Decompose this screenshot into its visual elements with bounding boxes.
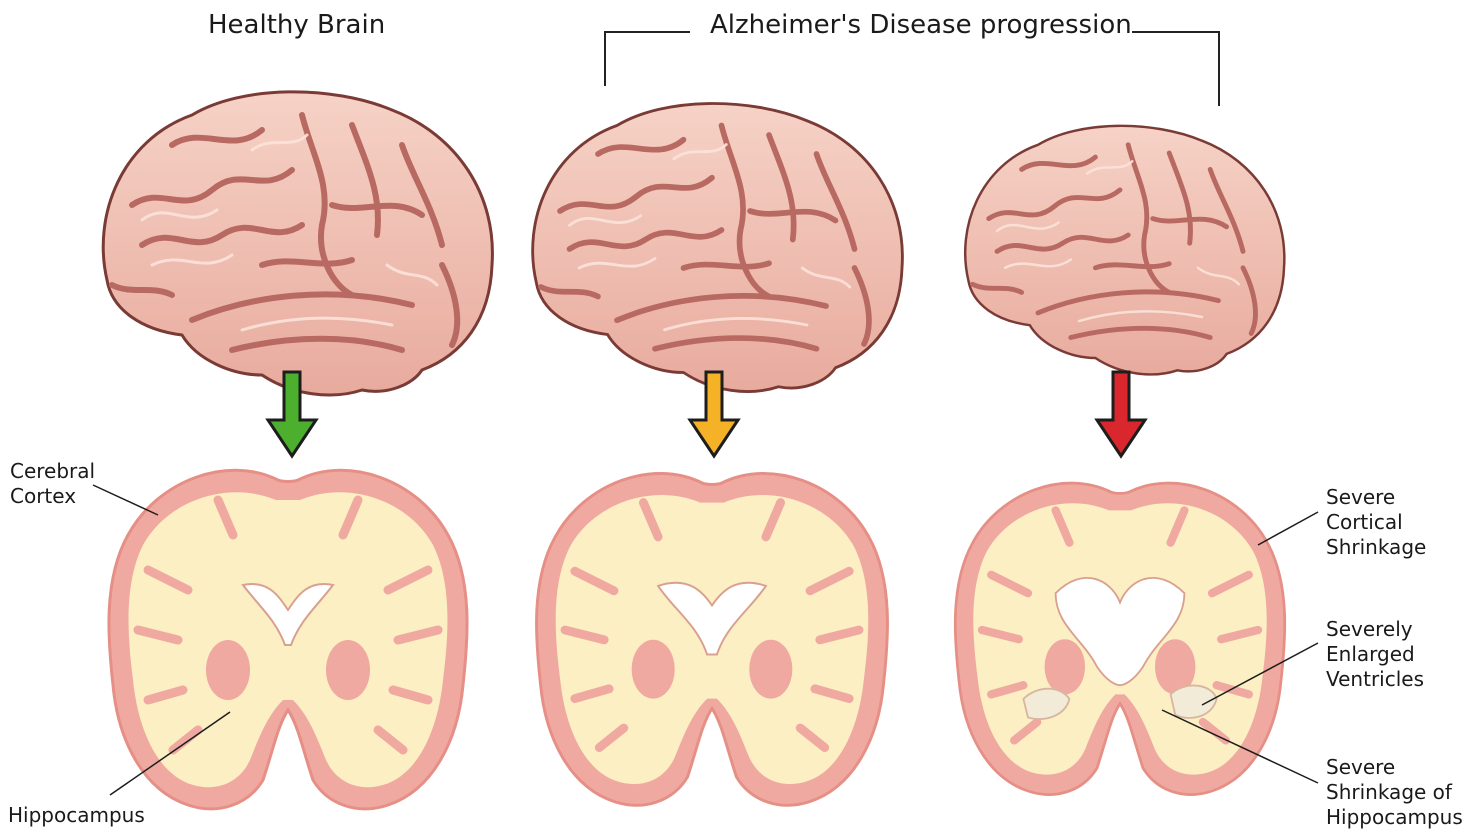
label-line: Severely (1326, 617, 1424, 642)
label-line: Enlarged (1326, 642, 1424, 667)
label-line: Cortex (10, 484, 95, 509)
progression-title: Alzheimer's Disease progression (710, 10, 1132, 40)
cerebral-cortex-label: Cerebral Cortex (10, 459, 95, 509)
cortical-shrinkage-leader-line (1258, 512, 1318, 545)
severe-brain-section (955, 483, 1285, 794)
label-line: Cerebral (10, 459, 95, 484)
hippocampus-label: Hippocampus (8, 803, 145, 828)
label-line: Cortical (1326, 510, 1426, 535)
label-line: Severe (1326, 485, 1426, 510)
hippocampus-shrinkage-label: Severe Shrinkage of Hippocampus (1326, 755, 1463, 830)
cortex-leader-line (93, 485, 158, 515)
label-line: Shrinkage of (1326, 780, 1463, 805)
cortical-shrinkage-label: Severe Cortical Shrinkage (1326, 485, 1426, 560)
healthy-brain-image (103, 92, 492, 395)
label-line: Shrinkage (1326, 535, 1426, 560)
severe-brain-image (965, 126, 1284, 375)
label-line: Hippocampus (1326, 805, 1463, 830)
label-line: Ventricles (1326, 667, 1424, 692)
enlarged-ventricles-label: Severely Enlarged Ventricles (1326, 617, 1424, 692)
label-line: Severe (1326, 755, 1463, 780)
healthy-brain-title: Healthy Brain (208, 10, 385, 40)
moderate-brain-image (533, 103, 903, 391)
progression-bracket (605, 32, 1219, 106)
arrow-down-icon (1097, 372, 1145, 456)
moderate-brain-section (536, 473, 887, 805)
